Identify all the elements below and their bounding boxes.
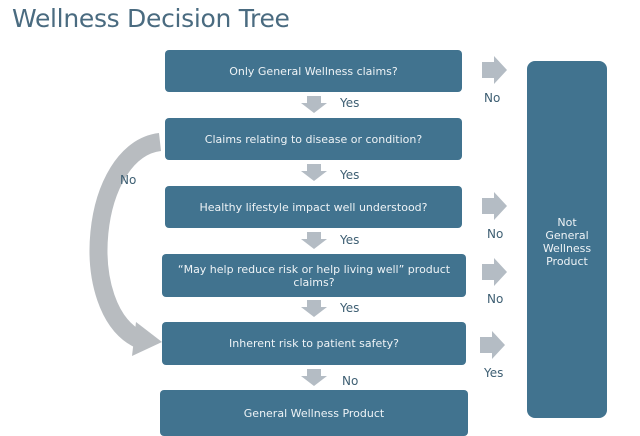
yes-label: Yes bbox=[340, 233, 360, 247]
no-label: No bbox=[342, 374, 359, 388]
no-label: No bbox=[484, 91, 501, 105]
question-box-3: Healthy lifestyle impact well understood… bbox=[165, 186, 462, 228]
yes-label: Yes bbox=[340, 96, 360, 110]
page-title: Wellness Decision Tree bbox=[12, 4, 290, 33]
down-arrow-icon bbox=[301, 96, 327, 113]
question-box-4: “May help reduce risk or help living wel… bbox=[162, 254, 466, 297]
no-label: No bbox=[487, 292, 504, 306]
yes-label: Yes bbox=[484, 366, 504, 380]
right-arrow-icon bbox=[482, 192, 507, 220]
yes-label: Yes bbox=[340, 168, 360, 182]
right-arrow-icon bbox=[480, 331, 505, 359]
yes-label: Yes bbox=[340, 301, 360, 315]
right-arrow-icon bbox=[482, 56, 507, 84]
down-arrow-icon bbox=[301, 369, 327, 386]
outcome-not-general-wellness: Not General Wellness Product bbox=[527, 61, 607, 418]
question-box-5: Inherent risk to patient safety? bbox=[162, 322, 466, 365]
down-arrow-icon bbox=[301, 232, 327, 249]
no-label: No bbox=[487, 227, 504, 241]
question-box-1: Only General Wellness claims? bbox=[165, 50, 462, 92]
curved-arrow-head bbox=[132, 322, 162, 356]
question-box-2: Claims relating to disease or condition? bbox=[165, 118, 462, 160]
down-arrow-icon bbox=[301, 300, 327, 317]
curve-no-label: No bbox=[120, 173, 137, 187]
curved-no-arrow bbox=[89, 133, 162, 349]
right-arrow-icon bbox=[482, 258, 507, 286]
down-arrow-icon bbox=[301, 164, 327, 181]
outcome-general-wellness: General Wellness Product bbox=[160, 390, 468, 436]
